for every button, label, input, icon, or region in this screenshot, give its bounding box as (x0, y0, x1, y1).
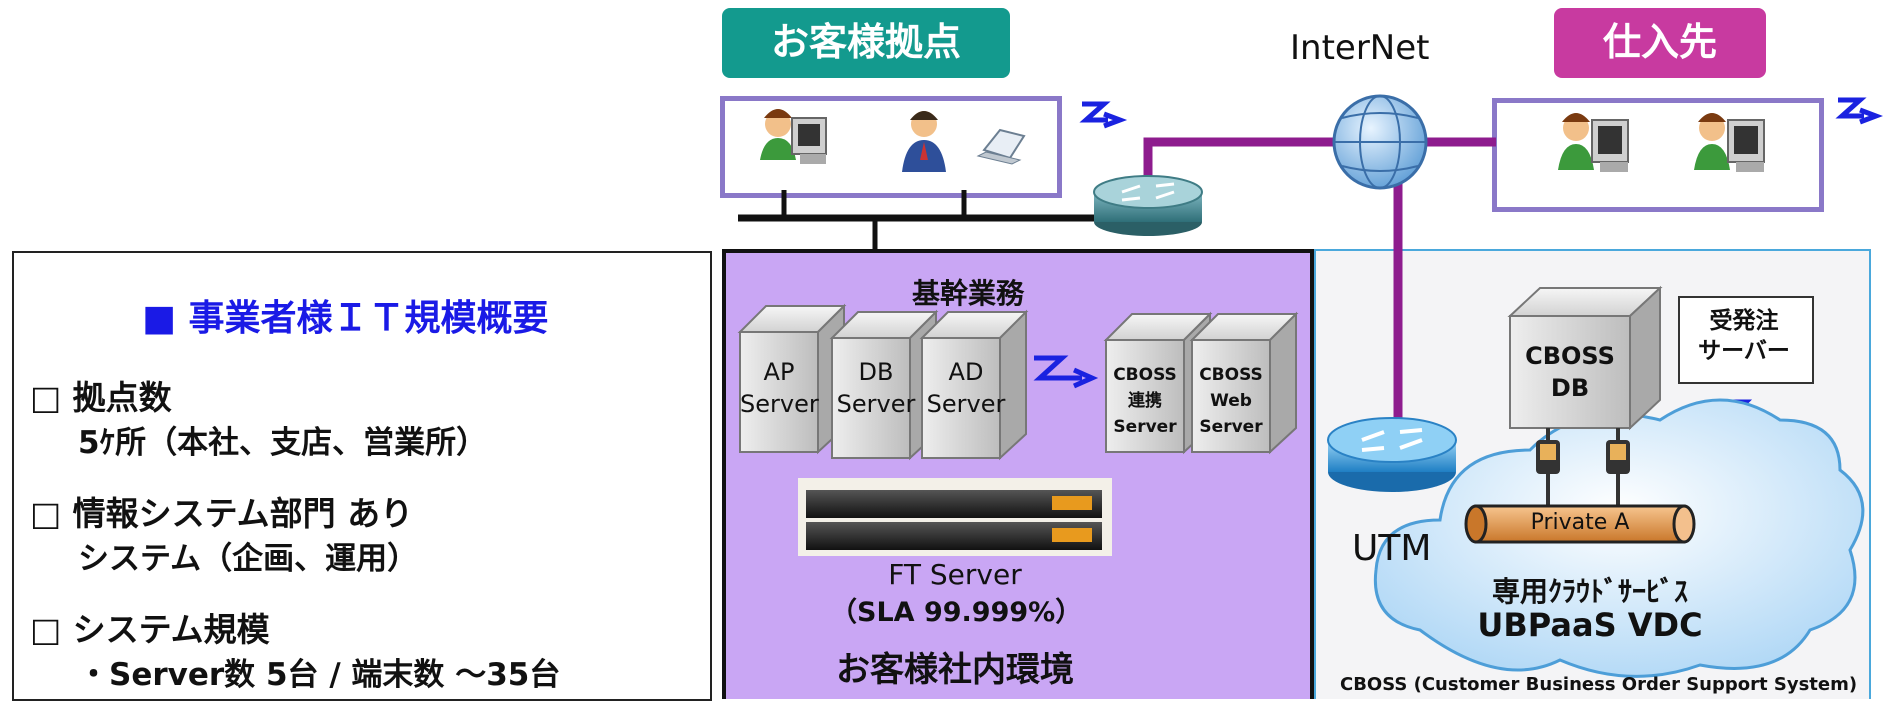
router-icon (1093, 175, 1203, 236)
ad-server-icon (919, 309, 1029, 461)
lan-bus (738, 190, 1110, 251)
order-server-box (1678, 296, 1814, 384)
private-label: Private A (1530, 510, 1630, 535)
connector-icon (1536, 428, 1630, 508)
customer-site-label: お客様拠点 (722, 8, 1010, 78)
order-server-label: 受発注 サーバー (1698, 308, 1790, 364)
cboss-db-server-icon (1507, 285, 1663, 431)
utm-label: UTM (1352, 528, 1432, 569)
ft-server-label: FT Server (888, 558, 1022, 591)
supplier-box (1492, 98, 1824, 212)
supplier-label: 仕入先 (1554, 8, 1766, 78)
summary-item-2-sub: システム（企画、運用） (78, 541, 419, 577)
summary-item-1-sub: 5ｹ所（本社、支店、営業所） (78, 425, 488, 461)
summary-panel: ■ 事業者様ＩＴ規模概要 □ 拠点数 5ｹ所（本社、支店、営業所） □ 情報シス… (12, 251, 712, 701)
internet-label: InterNet (1290, 28, 1430, 68)
summary-item-3-sub: ・Server数 5台 / 端末数 ～35台 (78, 657, 561, 693)
customer-env-label: お客様社内環境 (836, 650, 1074, 690)
cloud-service-label: 専用ｸﾗｳﾄﾞｻｰﾋﾞｽ (1491, 575, 1688, 608)
cboss-web-server-icon (1189, 311, 1299, 455)
ap-server-icon (737, 303, 847, 455)
core-business-label: 基幹業務 (912, 277, 1025, 310)
private-network-tube (1464, 504, 1696, 544)
internet-globe-icon (1332, 94, 1428, 190)
utm-icon (1327, 417, 1457, 492)
business-user-icon (902, 111, 946, 172)
laptop-icon (976, 128, 1026, 165)
arrow-icon (1033, 355, 1099, 389)
vdc-label: UBPaaS VDC (1477, 606, 1703, 644)
arrow-icon (1079, 101, 1128, 129)
ft-server-icon (798, 478, 1112, 556)
summary-item-1-head: □ 拠点数 (30, 378, 172, 417)
cboss-footnote: CBOSS (Customer Business Order Support S… (1340, 674, 1858, 695)
user-pc-icon (1558, 113, 1629, 172)
sla-label: （SLA 99.999%） (830, 597, 1083, 628)
arrow-icon (1835, 97, 1883, 125)
user-pc-icon (1694, 113, 1765, 172)
summary-title: ■ 事業者様ＩＴ規模概要 (142, 298, 549, 339)
summary-item-3-head: □ システム規模 (30, 610, 270, 649)
user-pc-icon (760, 109, 827, 164)
summary-item-2-head: □ 情報システム部門 あり (30, 494, 414, 533)
